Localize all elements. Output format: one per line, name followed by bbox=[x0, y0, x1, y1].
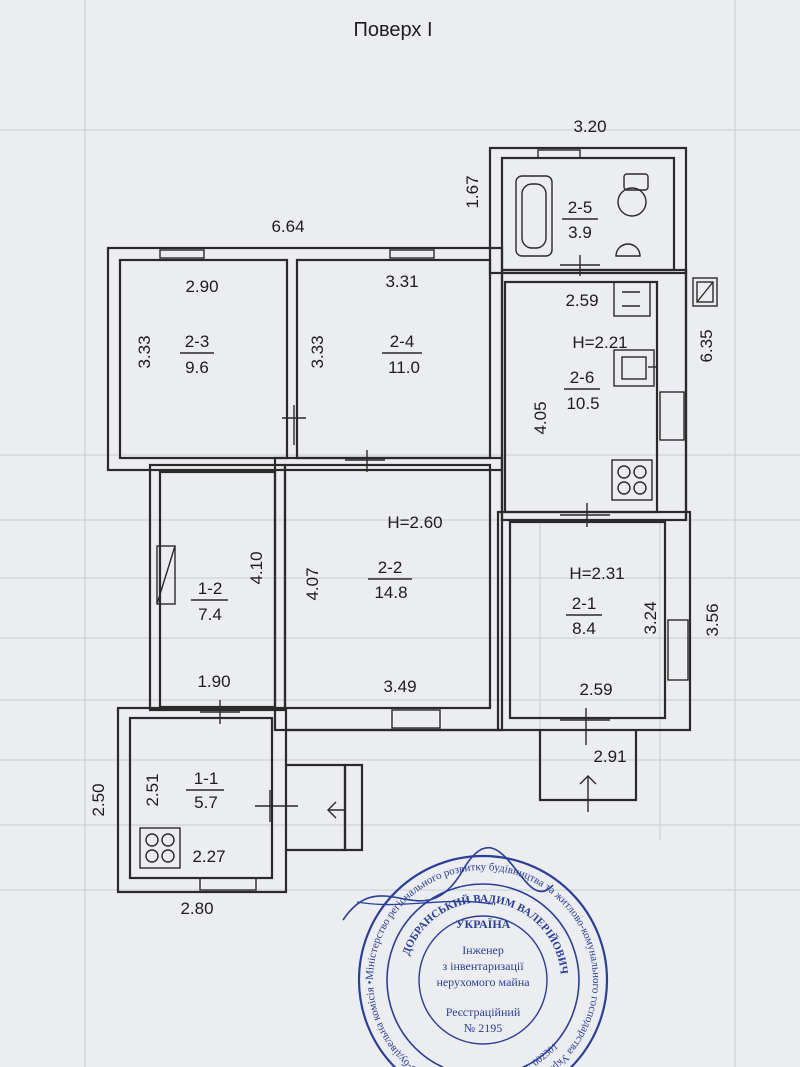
room-height: 4.10 bbox=[247, 551, 266, 584]
wardrobe-icon bbox=[156, 545, 176, 605]
room-height: 4.05 bbox=[531, 401, 550, 434]
room-2-2: H=2.60 4.07 2-2 14.8 3.49 bbox=[303, 513, 443, 696]
window-2-2 bbox=[391, 709, 441, 729]
seal-center-line2: з інвентаризації bbox=[442, 959, 524, 973]
room-width: 3.49 bbox=[383, 677, 416, 696]
room-id: 2-2 bbox=[378, 558, 403, 577]
stove-icon-1-1 bbox=[139, 827, 181, 869]
room-2-6: 2.59 H=2.21 2-6 10.5 4.05 bbox=[531, 291, 628, 435]
room-width: 2.27 bbox=[192, 847, 225, 866]
room-ceiling: H=2.31 bbox=[569, 564, 624, 583]
room-2-1: H=2.31 2-1 8.4 3.24 2.59 bbox=[566, 564, 660, 699]
room-area: 3.9 bbox=[568, 223, 592, 242]
room-id: 1-2 bbox=[198, 579, 223, 598]
seal-center-line3: нерухомого майна bbox=[436, 975, 530, 989]
dim-right-lower: 3.56 bbox=[703, 603, 722, 636]
official-seal: Міністерство регіонального розвитку буді… bbox=[342, 846, 609, 1067]
washbasin-icon bbox=[615, 243, 641, 257]
doors bbox=[200, 255, 610, 822]
window-2-4 bbox=[389, 249, 435, 259]
fixtures bbox=[139, 173, 718, 869]
room-2-4: 3.31 3.33 2-4 11.0 bbox=[308, 272, 422, 377]
dim-bottom-width: 2.80 bbox=[180, 899, 213, 918]
dim-right-height: 6.35 bbox=[697, 329, 716, 362]
room-id: 2-4 bbox=[390, 332, 415, 351]
room-id: 2-5 bbox=[568, 198, 593, 217]
boiler-icon bbox=[613, 281, 651, 317]
room-width: 2.59 bbox=[579, 680, 612, 699]
plan-title: Поверх I bbox=[353, 19, 432, 41]
room-area: 11.0 bbox=[388, 358, 420, 377]
bathtub-icon bbox=[515, 175, 553, 257]
room-2-3: 2.90 3.33 2-3 9.6 bbox=[135, 277, 219, 377]
dim-overall-width: 6.64 bbox=[271, 217, 304, 236]
window-2-6 bbox=[659, 391, 685, 441]
signature bbox=[342, 846, 554, 921]
room-height: 3.33 bbox=[308, 335, 327, 368]
room-height: 3.24 bbox=[641, 601, 660, 634]
room-id: 2-3 bbox=[185, 332, 210, 351]
stove-icon bbox=[611, 459, 653, 501]
toilet-icon bbox=[623, 173, 649, 191]
room-height: 2.51 bbox=[143, 773, 162, 806]
room-id: 1-1 bbox=[194, 769, 219, 788]
window-1-1 bbox=[199, 877, 257, 891]
seal-reg-number: № 2195 bbox=[464, 1021, 502, 1035]
dimension-labels: 6.64 3.20 1.67 6.35 3.56 2.91 2.50 2.80 bbox=[89, 117, 722, 918]
room-width: 2.59 bbox=[565, 291, 598, 310]
room-height: 4.07 bbox=[303, 567, 322, 600]
room-1-1: 2.51 1-1 5.7 2.27 bbox=[143, 769, 226, 866]
dim-porch-width: 2.91 bbox=[593, 747, 626, 766]
window-2-3 bbox=[159, 249, 205, 259]
room-ceiling: H=2.60 bbox=[387, 513, 442, 532]
seal-reg-label: Реєстраційний bbox=[446, 1005, 521, 1019]
room-area: 5.7 bbox=[194, 793, 218, 812]
seal-top: УКРАЇНА bbox=[456, 917, 511, 931]
dim-bath-height: 1.67 bbox=[463, 175, 482, 208]
room-1-2: 4.10 1-2 7.4 1.90 bbox=[191, 551, 266, 691]
window-2-1 bbox=[667, 619, 689, 681]
room-height: 3.33 bbox=[135, 335, 154, 368]
room-width: 3.31 bbox=[385, 272, 418, 291]
seal-center-line1: Інженер bbox=[462, 943, 504, 957]
room-area: 7.4 bbox=[198, 605, 222, 624]
window-2-5 bbox=[537, 149, 581, 159]
meter-icon bbox=[692, 277, 718, 307]
room-id: 2-1 bbox=[572, 594, 597, 613]
kitchen-sink-icon bbox=[613, 349, 655, 387]
room-area: 10.5 bbox=[566, 394, 599, 413]
room-width: 1.90 bbox=[197, 672, 230, 691]
room-ceiling: H=2.21 bbox=[572, 333, 627, 352]
room-area: 8.4 bbox=[572, 619, 596, 638]
room-area: 9.6 bbox=[185, 358, 209, 377]
room-2-5: 2-5 3.9 bbox=[562, 198, 598, 242]
dim-left-lower: 2.50 bbox=[89, 783, 108, 816]
room-area: 14.8 bbox=[374, 583, 407, 602]
dim-bath-width: 3.20 bbox=[573, 117, 606, 136]
room-width: 2.90 bbox=[185, 277, 218, 296]
windows bbox=[159, 149, 689, 891]
room-id: 2-6 bbox=[570, 368, 595, 387]
